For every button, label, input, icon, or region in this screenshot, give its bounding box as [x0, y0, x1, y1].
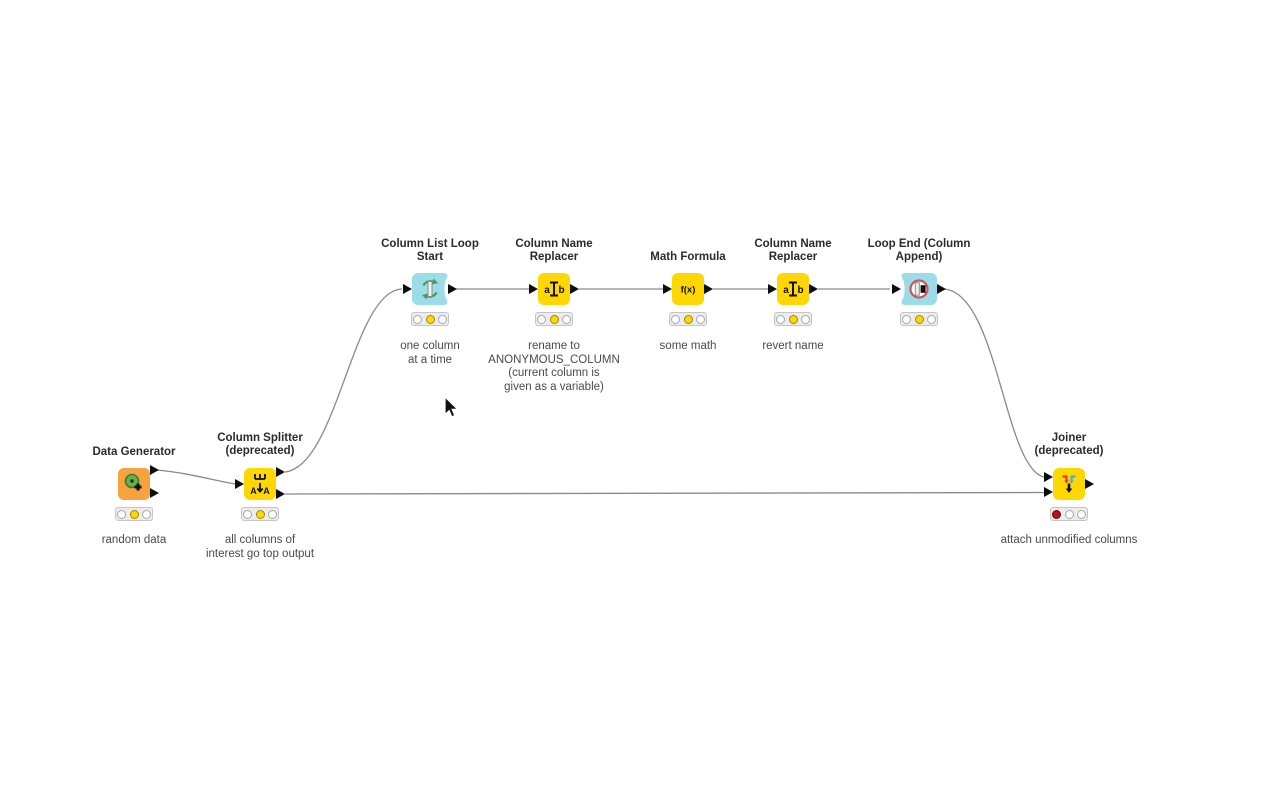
output-port[interactable] — [570, 284, 579, 294]
connection-loopend-joiner[interactable] — [943, 288, 1045, 478]
output-port[interactable] — [150, 488, 159, 498]
connection-splitter-loopstart[interactable] — [284, 288, 403, 473]
input-port[interactable] — [235, 479, 244, 489]
input-port[interactable] — [768, 284, 777, 294]
node-caption: rename to ANONYMOUS_COLUMN (current colu… — [488, 340, 620, 393]
connection-datagen-splitter[interactable] — [156, 469, 237, 485]
input-port[interactable] — [529, 284, 538, 294]
traffic-light — [535, 312, 573, 326]
node-caption: some math — [659, 340, 717, 352]
node-label: Data Generator — [92, 446, 176, 458]
input-port[interactable] — [1044, 472, 1053, 482]
node-label: Column Splitter (deprecated) — [217, 432, 303, 457]
node-caption: one column at a time — [400, 340, 460, 366]
node-label: Column List Loop Start — [381, 238, 479, 263]
node-column-list-loop-start[interactable]: Column List Loop Start one column at a t… — [381, 238, 479, 366]
node-data-generator[interactable]: Data Generator random data — [92, 446, 175, 546]
node-caption: random data — [101, 534, 167, 546]
node-body-column-name-replacer[interactable] — [777, 273, 809, 305]
node-body-loop-start[interactable] — [412, 273, 448, 305]
input-port[interactable] — [1044, 487, 1053, 497]
node-body-column-splitter[interactable] — [244, 468, 276, 500]
traffic-light — [900, 312, 938, 326]
node-math-formula[interactable]: Math Formula f(x) some math — [650, 251, 725, 352]
input-port[interactable] — [892, 284, 901, 294]
output-port[interactable] — [448, 284, 457, 294]
traffic-light — [241, 507, 279, 521]
input-port[interactable] — [663, 284, 672, 294]
node-body-math-formula[interactable] — [672, 273, 704, 305]
input-port[interactable] — [403, 284, 412, 294]
traffic-light — [411, 312, 449, 326]
connection-splitter-joiner[interactable] — [284, 491, 1045, 495]
traffic-light — [669, 312, 707, 326]
traffic-light — [1050, 507, 1088, 521]
node-column-splitter[interactable]: Column Splitter (deprecated) A A all col… — [206, 432, 314, 560]
node-caption: all columns of interest go top output — [205, 534, 315, 560]
output-port[interactable] — [150, 465, 159, 475]
node-label: Loop End (Column Append) — [867, 238, 971, 263]
node-column-name-replacer-1[interactable]: Column Name Replacer a b rename to ANONY… — [488, 238, 620, 393]
node-label: Math Formula — [650, 251, 726, 263]
output-port[interactable] — [276, 467, 285, 477]
node-label: Column Name Replacer — [754, 238, 832, 263]
output-port[interactable] — [1085, 479, 1094, 489]
node-label: Joiner (deprecated) — [1034, 432, 1104, 457]
output-port[interactable] — [704, 284, 713, 294]
output-port[interactable] — [276, 489, 285, 499]
traffic-light — [774, 312, 812, 326]
output-port[interactable] — [809, 284, 818, 294]
output-port[interactable] — [937, 284, 946, 294]
node-label: Column Name Replacer — [515, 238, 593, 263]
traffic-light — [115, 507, 153, 521]
node-body-joiner[interactable] — [1053, 468, 1085, 500]
node-body-loop-end[interactable] — [901, 273, 937, 305]
node-joiner[interactable]: Joiner (deprecated) attach unmodified co… — [1001, 432, 1138, 546]
node-caption: revert name — [762, 340, 824, 352]
node-column-name-replacer-2[interactable]: Column Name Replacer a b revert name — [754, 238, 831, 352]
node-body-data-generator[interactable] — [118, 468, 150, 500]
node-body-column-name-replacer[interactable] — [538, 273, 570, 305]
node-caption: attach unmodified columns — [1000, 534, 1138, 546]
node-loop-end-column-append[interactable]: Loop End (Column Append) — [868, 238, 970, 326]
